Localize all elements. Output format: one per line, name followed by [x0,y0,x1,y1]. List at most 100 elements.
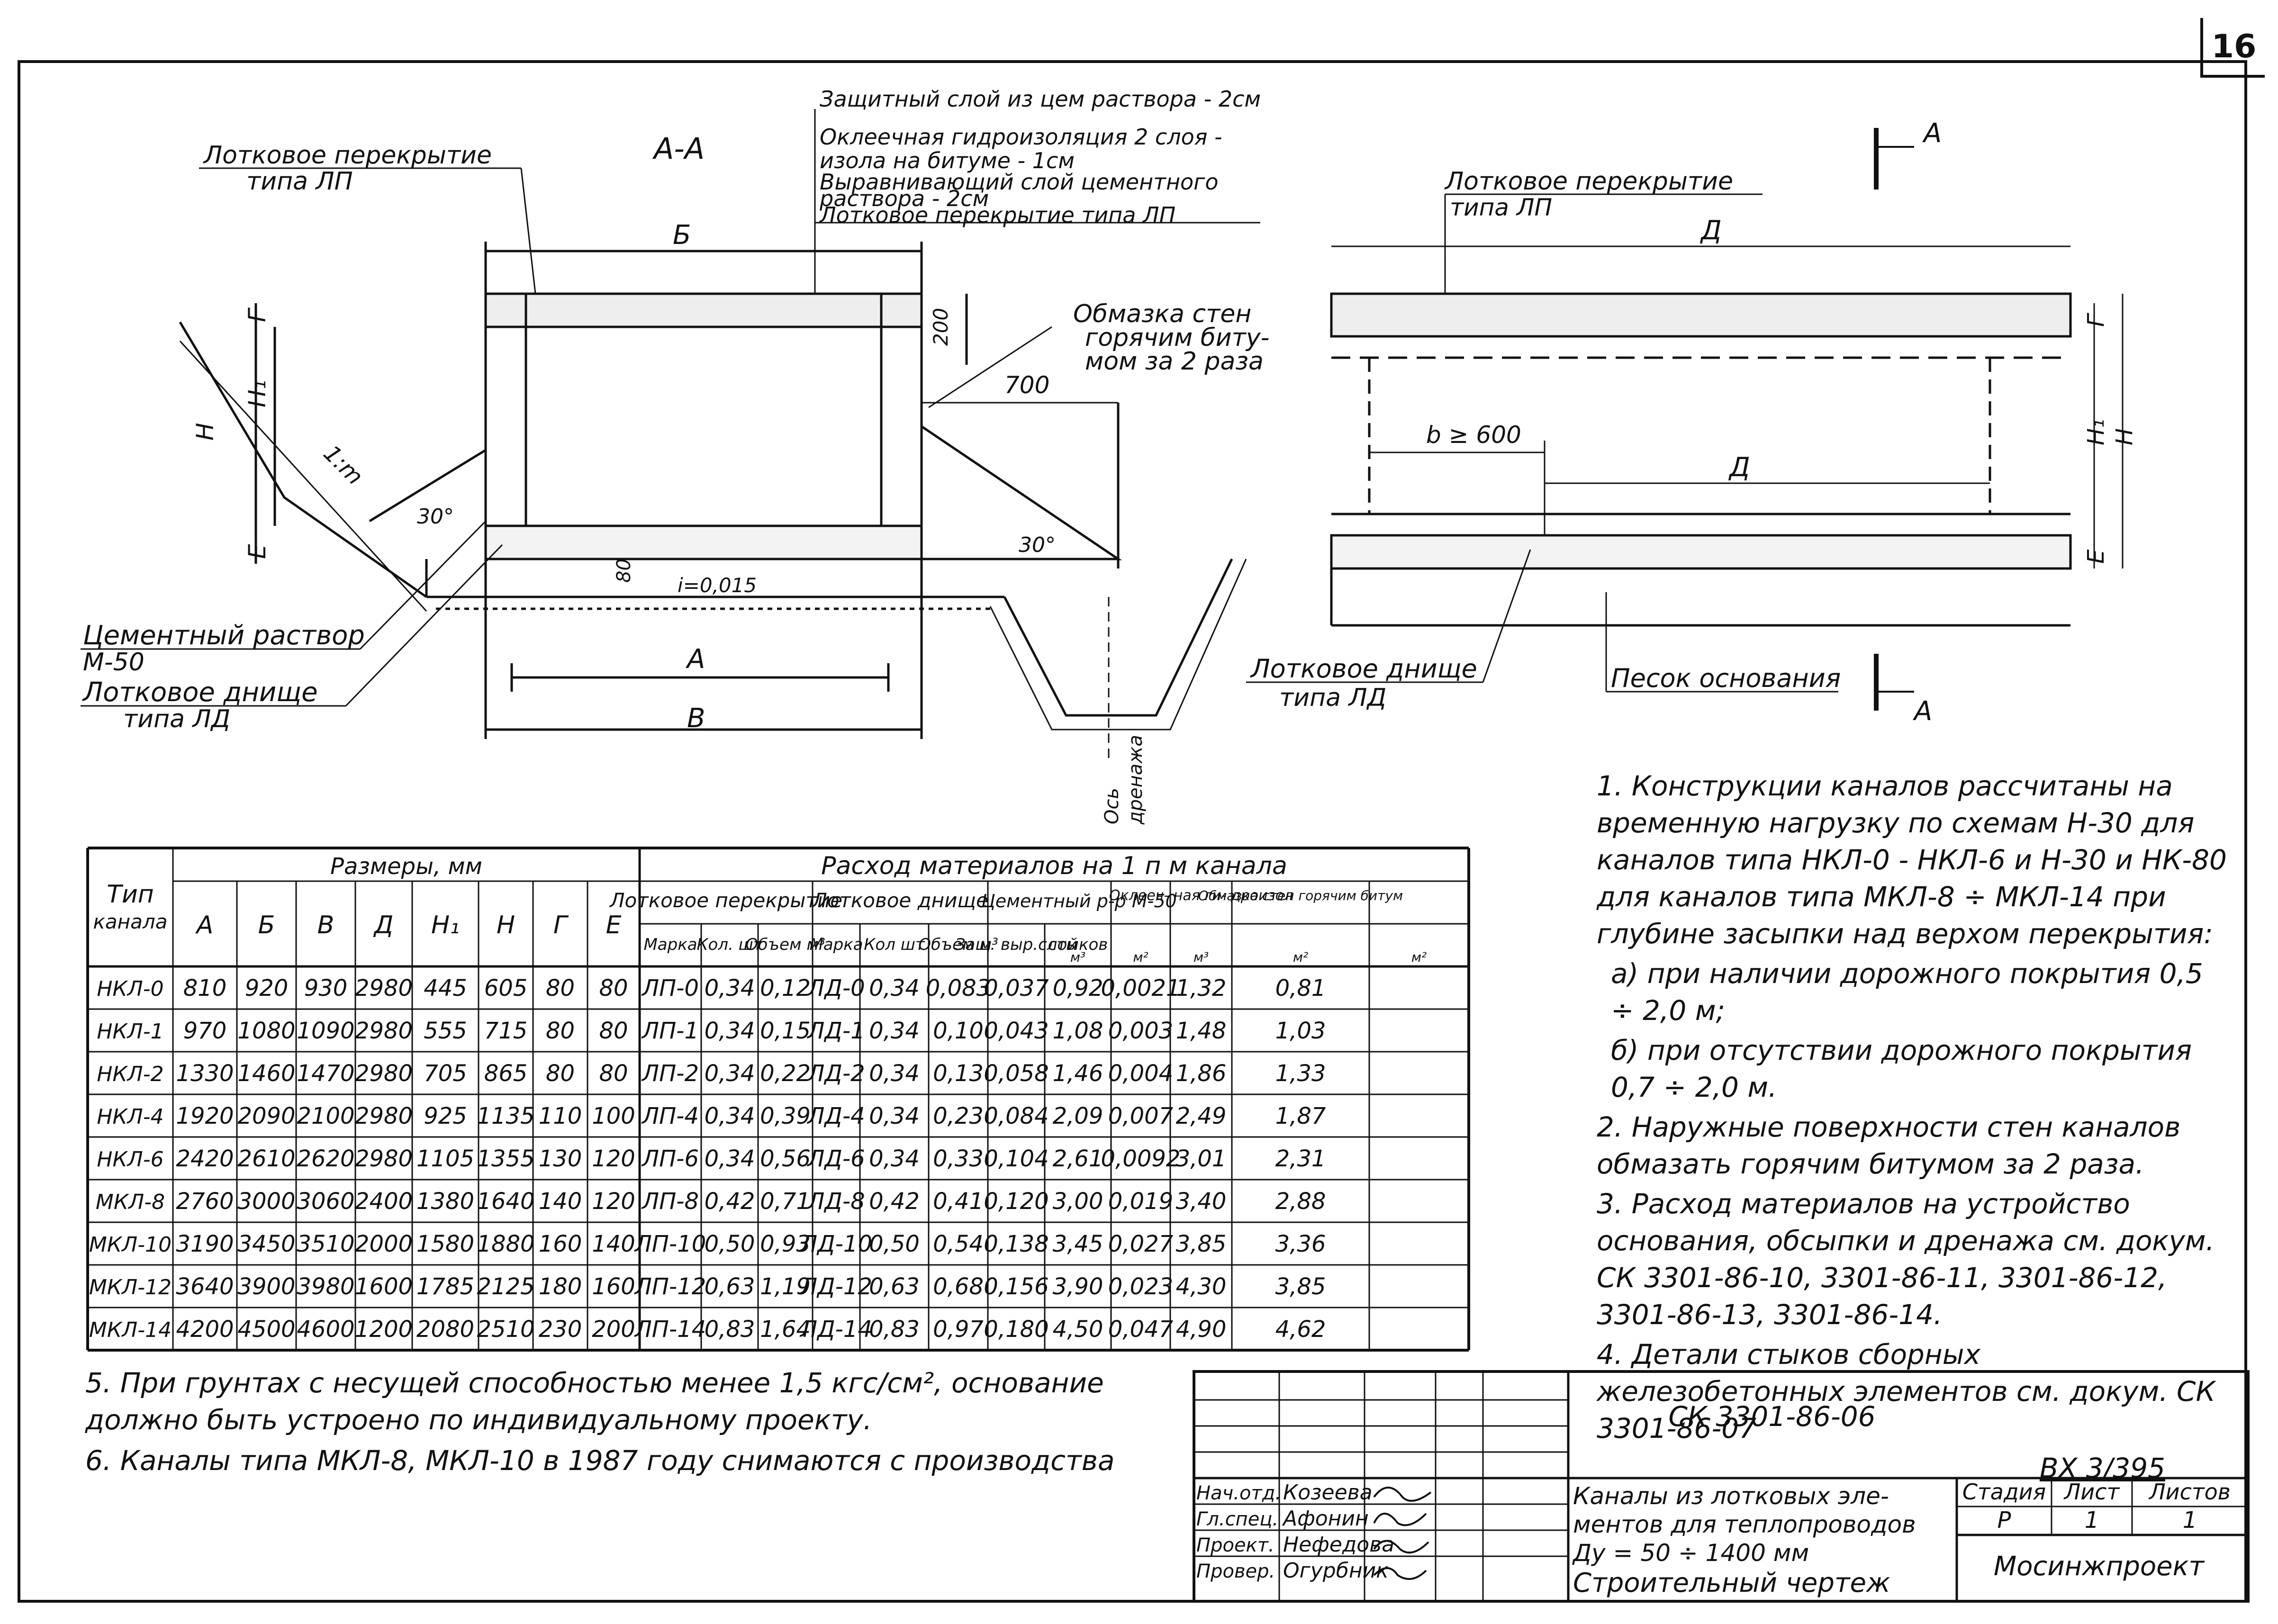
table-cell: ЛД-2 [806,1060,865,1087]
table-cell: 0,39 [760,1103,811,1129]
title-line-4: Строительный чертеж [1573,1568,1890,1598]
label-bottom-left-1: Лотковое днище [82,677,318,708]
table-cell: 0,92 [1053,975,1103,1001]
stage-label: Стадия [1962,1479,2046,1505]
sheet-label: Лист [2063,1479,2120,1505]
name-4: Огурбник [1283,1559,1389,1583]
table-cell: НКЛ-2 [97,1062,163,1086]
dim-e: Е [244,544,271,559]
header-sub-col: Кол шт [864,935,925,954]
title-block [1193,1370,2250,1603]
title-line-2: ментов для теплопроводов [1573,1511,1916,1538]
header-unit: м³ [1070,949,1085,965]
table-cell: 4200 [176,1316,234,1343]
table-cell: 0,68 [933,1273,984,1300]
table-cell: 1920 [176,1103,234,1129]
table-cell: ЛП-12 [634,1273,706,1300]
table-cell: МКЛ-12 [89,1275,172,1299]
cut-mark-top: А [1922,118,1942,149]
table-cell: 0,047 [1108,1316,1174,1343]
sheet-value: 1 [2085,1507,2099,1534]
table-cell: 0,71 [760,1188,811,1215]
dim-g-right: Г [2083,313,2109,327]
table-cell: 130 [539,1146,582,1172]
table-cell: 0,13 [933,1060,984,1087]
table-cell: 2000 [355,1231,413,1257]
dim-d-mid: Д [1728,452,1750,483]
table-cell: 1,19 [760,1273,811,1300]
table-cell: 970 [183,1018,227,1044]
table-cell: 2760 [176,1188,234,1215]
table-cell: ЛП-4 [641,1103,699,1129]
dim-e-right: Е [2083,549,2109,564]
table-cell: НКЛ-6 [97,1147,163,1172]
label-mortar-1: Цементный раствор [83,620,365,651]
dim-200: 200 [929,308,952,346]
table-cell: ЛП-14 [634,1316,706,1343]
table-cell: ЛД-1 [806,1018,865,1044]
table-cell: 140 [592,1231,635,1257]
table-cell: 0,22 [760,1060,811,1087]
table-cell: 1,87 [1275,1103,1326,1129]
dim-b600: b ≥ 600 [1426,421,1521,449]
table-cell: 1380 [416,1188,474,1215]
header-type-2: канала [93,910,168,933]
label-layer-6: Лотковое перекрытие типа ЛП [819,202,1175,228]
table-cell: ЛП-6 [641,1146,699,1172]
role-1: Нач.отд. [1196,1482,1281,1504]
title-block-text: СК 3301-86-06 Нач.отд. Гл.спец. Проект. … [1196,1400,2231,1598]
table-cell: 0,34 [705,1018,755,1044]
table-cell: 2420 [176,1146,234,1172]
table-cell: 2100 [297,1103,354,1129]
table-cell: 0,97 [933,1316,984,1343]
table-cell: 160 [539,1231,582,1257]
dim-700: 700 [1004,371,1049,399]
table-cell: 3,85 [1275,1273,1326,1300]
table-cell: ЛД-10 [799,1231,872,1257]
table-cell: 2,61 [1053,1146,1103,1172]
table-cell: ЛД-8 [806,1188,865,1215]
header-unit: м² [1293,949,1308,965]
sheets-label: Листов [2148,1479,2231,1505]
table-cell: 0,50 [869,1231,920,1257]
header-sub-col: Объем м³ [745,935,825,954]
slope-m: 1:m [318,440,369,490]
table-cell: 1,46 [1053,1060,1103,1087]
header-unit: м² [1411,949,1427,965]
longitudinal-section-right [1246,128,2124,711]
table-cell: НКЛ-4 [97,1105,163,1129]
title-line-1: Каналы из лотковых эле- [1573,1482,1889,1510]
table-cell: 2980 [355,975,413,1001]
role-2: Гл.спец. [1196,1508,1278,1530]
cross-section-left [81,109,1260,758]
label-roof-right-2: типа ЛП [1450,194,1552,221]
label-roof-right-1: Лотковое перекрытие [1444,167,1733,196]
doc-code: СК 3301-86-06 [1668,1400,1875,1433]
table-cell: 3,45 [1053,1231,1103,1257]
table-cell: 0,083 [926,975,991,1001]
table-cell: НКЛ-0 [97,977,163,1001]
table-cell: 0,81 [1275,975,1326,1001]
table-cell: 0,42 [869,1188,920,1215]
label-roof-left-2: типа ЛП [246,167,353,196]
table-cell: НКЛ-1 [97,1020,163,1044]
table-cell: 1640 [477,1188,534,1215]
stamp-code: ВХ 3/395 [2039,1452,2165,1484]
table-cell: 445 [424,975,467,1001]
note-3: 3. Расход материалов на устройство основ… [1597,1188,2215,1331]
angle-left: 30° [417,505,454,529]
table-cell: 2,09 [1053,1103,1103,1129]
table-cell: 80 [546,1018,575,1044]
table-cell: 80 [599,1018,628,1044]
table-cell: 0,42 [705,1188,755,1215]
table-cell: 2125 [477,1273,534,1300]
label-layer-4: Выравнивающий слой цементного [820,169,1218,195]
table-cell: 0,037 [984,975,1049,1001]
table-cell: 0,138 [984,1231,1049,1257]
table-cell: 0,084 [984,1103,1049,1129]
table-cell: 3,90 [1053,1273,1103,1300]
table-cell: 0,003 [1108,1018,1173,1044]
name-3: Нефедова [1283,1533,1394,1557]
table-cell: 3510 [297,1231,354,1257]
